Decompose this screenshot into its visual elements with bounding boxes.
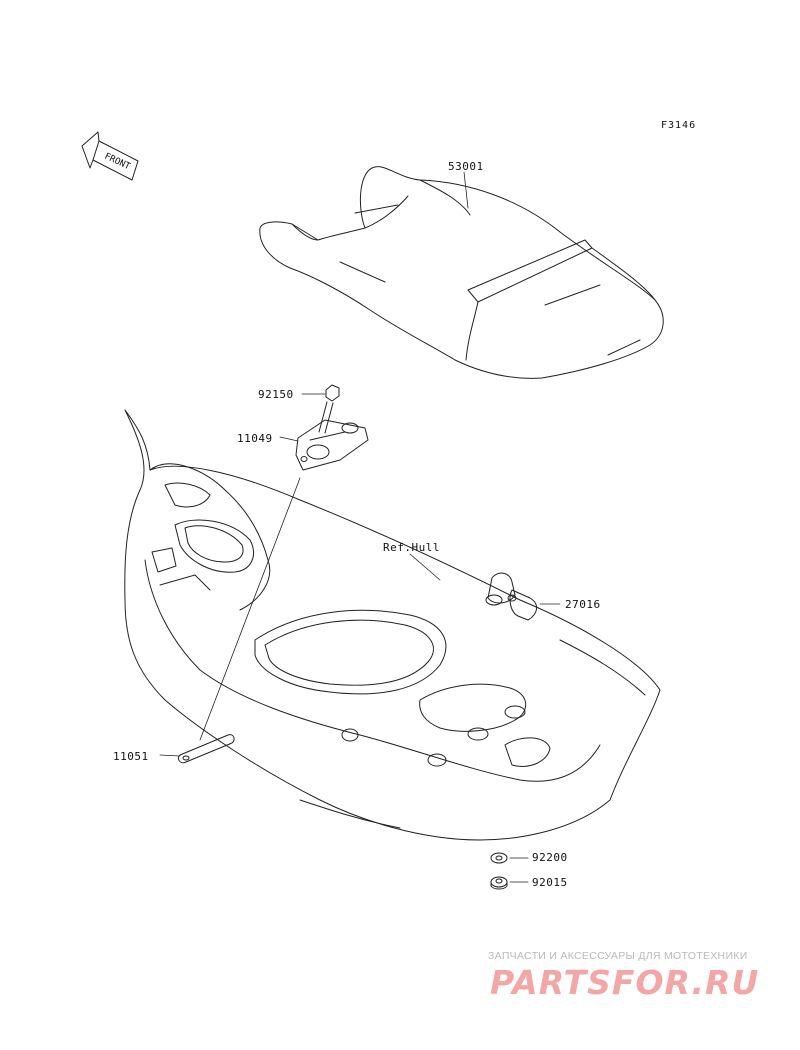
part-number-seat[interactable]: 53001: [448, 160, 484, 173]
part-number-hull-ref: Ref.Hull: [383, 541, 440, 554]
washer-drawing: [490, 852, 529, 864]
part-number-strap[interactable]: 11051: [113, 750, 149, 763]
seat-drawing: [259, 166, 664, 379]
part-number-washer[interactable]: 92200: [532, 851, 568, 864]
hull-drawing: [124, 409, 661, 841]
nut-drawing: [490, 876, 529, 890]
bolt-drawing: [301, 384, 340, 434]
bracket-drawing: [279, 419, 369, 471]
front-arrow-icon: FRONT: [81, 131, 139, 181]
figure-code: F3146: [661, 120, 697, 131]
watermark-brand: PARTSFOR.RU: [490, 963, 760, 1002]
part-number-knob[interactable]: 27016: [565, 598, 601, 611]
strap-drawing: [159, 477, 301, 764]
watermark-tagline: ЗАПЧАСТИ И АКСЕССУАРЫ ДЛЯ МОТОТЕХНИКИ: [488, 950, 748, 962]
knob-drawing: [485, 572, 537, 621]
part-number-bolt[interactable]: 92150: [258, 388, 294, 401]
part-number-bracket[interactable]: 11049: [237, 432, 273, 445]
part-number-nut[interactable]: 92015: [532, 876, 568, 889]
